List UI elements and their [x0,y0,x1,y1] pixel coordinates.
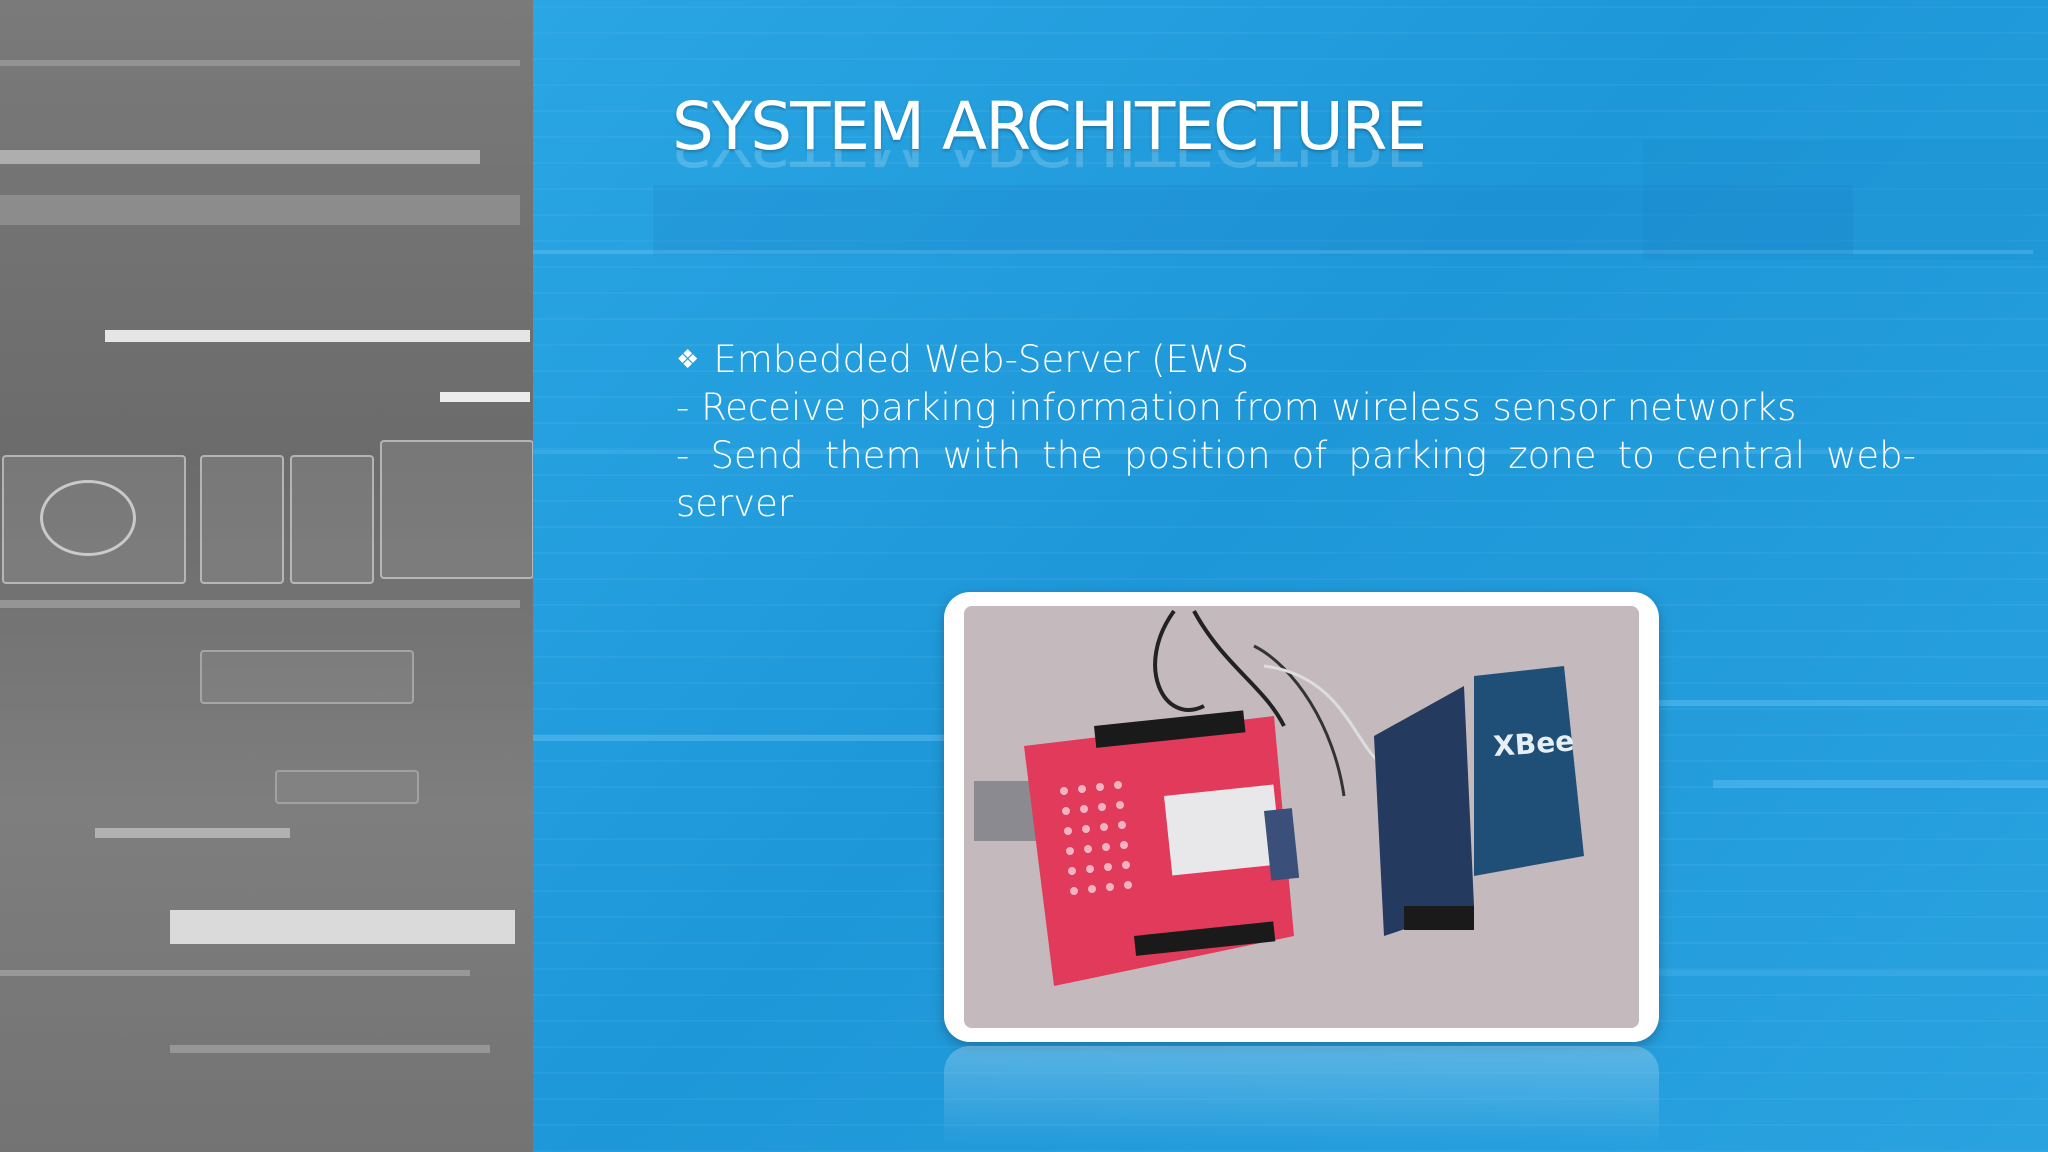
panel-block [200,650,414,704]
panel-graph-box [380,440,533,579]
panel-strip [0,150,480,164]
panel-strip [105,330,530,342]
photo-reflection [944,1046,1659,1146]
panel-strip [0,195,520,225]
background-line [1713,780,2048,788]
panel-block [275,770,419,804]
bullet-heading: Embedded Web-Server (EWS [713,338,1249,381]
slide-title-reflection: SYSTEM ARCHITECTURE [672,150,1425,180]
slide-body: ❖ Embedded Web-Server (EWS - Receive park… [676,336,1916,528]
background-block [1643,140,2048,260]
hardware-photo-frame: XBee [944,592,1659,1042]
panel-strip [0,600,520,608]
panel-strip [170,1045,490,1053]
bullet-line: ❖ Embedded Web-Server (EWS [676,336,1916,384]
body-line: - Receive parking information from wirel… [676,386,1797,429]
slide-title: SYSTEM ARCHITECTURE [672,88,1427,165]
panel-chevron-box [200,455,284,584]
panel-strip [170,910,515,944]
body-line: - Send them with the position of parking… [676,434,1916,525]
hardware-photo: XBee [964,606,1639,1028]
left-decorative-panel [0,0,533,1152]
background-line [1293,970,2048,976]
hardware-photo-illustration: XBee [964,606,1639,1028]
panel-chevron-box [290,455,374,584]
background-block [653,185,1853,255]
panel-strip [0,970,470,976]
xbee-label: XBee [1492,724,1575,763]
panel-strip [0,60,520,66]
panel-strip [95,828,290,838]
background-line [533,735,953,741]
diamond-bullet-icon: ❖ [676,345,700,375]
background-line [533,450,2048,454]
background-line [533,250,2033,254]
panel-dial [40,480,136,556]
panel-strip [440,392,530,402]
